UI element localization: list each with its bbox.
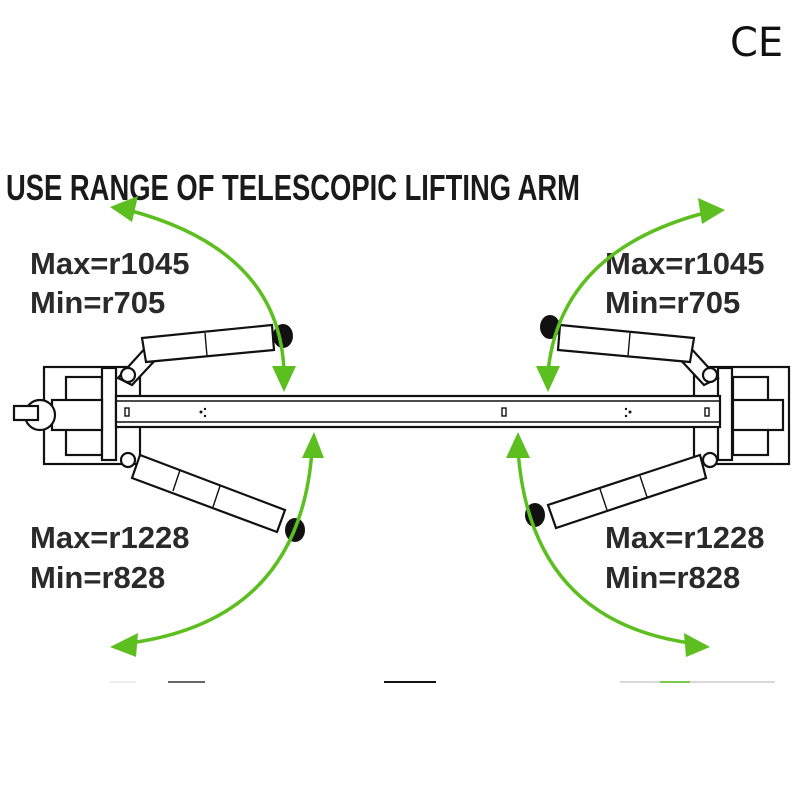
upper-left-arm [116,323,293,387]
lower-left-min-label: Min=r828 [30,560,165,595]
lower-right-min-label: Min=r828 [605,560,740,595]
upper-right-min-label: Min=r705 [605,285,740,320]
lower-right-arm [525,451,719,530]
upper-right-arm [540,315,720,387]
diagram-title: USE RANGE OF TELESCOPIC LIFTING ARM [6,167,580,208]
upper-right-max-label: Max=r1045 [605,246,764,281]
upper-left-max-label: Max=r1045 [30,246,189,281]
lower-right-range-arrow [506,432,710,657]
lower-left-max-label: Max=r1228 [30,520,189,555]
upper-left-min-label: Min=r705 [30,285,165,320]
right-column-base [692,365,791,466]
overhead-beam [114,394,722,429]
lower-left-range-arrow [110,432,324,657]
lower-right-max-label: Max=r1228 [605,520,764,555]
upper-right-range-arrow [536,198,725,392]
upper-left-range-arrow [110,196,296,392]
ce-mark: CE [730,20,783,66]
left-column-base [12,365,142,466]
